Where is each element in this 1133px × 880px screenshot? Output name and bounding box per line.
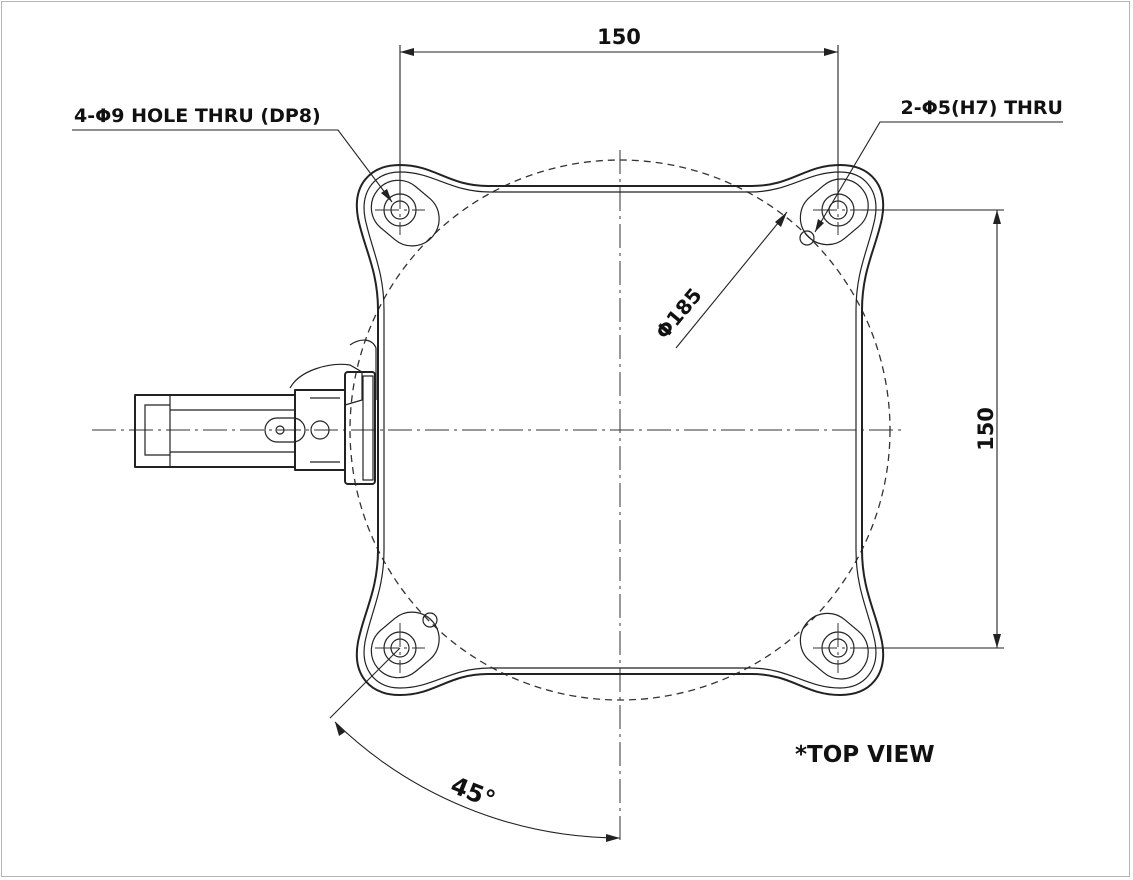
callout-leaders xyxy=(72,121,1063,233)
view-title: *TOP VIEW xyxy=(795,742,935,768)
cable-connector xyxy=(134,339,377,485)
dimension-top-label: 150 xyxy=(597,25,641,49)
dimension-right-label: 150 xyxy=(974,407,998,451)
angle-label: 45° xyxy=(447,771,500,814)
mounting-bosses xyxy=(370,178,869,680)
hole-callout-left: 4-Φ9 HOLE THRU (DP8) xyxy=(74,105,321,127)
hole-callout-right: 2-Φ5(H7) THRU xyxy=(900,97,1063,119)
bolt-circle xyxy=(349,159,891,701)
angle-dimension xyxy=(329,647,621,842)
mounting-holes xyxy=(375,185,863,673)
diameter-leader xyxy=(675,211,788,349)
flange-outline xyxy=(355,164,885,696)
dimension-top xyxy=(399,45,839,195)
pin-holes xyxy=(422,230,815,628)
diameter-label: Φ185 xyxy=(651,283,707,343)
center-lines xyxy=(92,150,905,845)
dimension-right xyxy=(862,209,1004,649)
